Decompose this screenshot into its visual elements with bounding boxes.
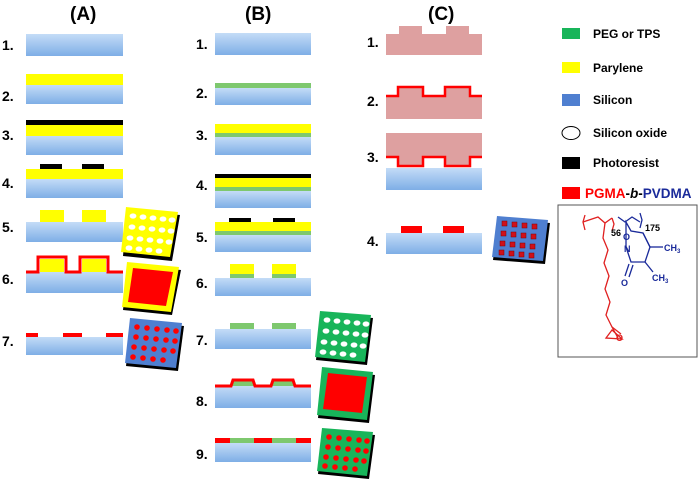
- panel-b-step-9-label: 9.: [196, 446, 208, 462]
- panel-b-step-8-label: 8.: [196, 393, 208, 409]
- panel-b-step-5-cross-section: [215, 218, 311, 252]
- panel-b-step-2-label: 2.: [196, 85, 208, 101]
- panel-c-step-2-stamp-inked: [386, 85, 482, 119]
- legend-item-parylene: Parylene: [562, 61, 643, 75]
- panel-c-step-1-stamp: [386, 26, 482, 55]
- panel-a-step-1-cross-section: [26, 34, 123, 56]
- panel-a-step-5-label: 5.: [2, 219, 14, 235]
- panel-a-step-5-cross-section: [26, 210, 123, 242]
- panel-c-step-3-label: 3.: [367, 149, 379, 165]
- panel-a: 1. 2. 3. 4. 5. 6.: [2, 34, 184, 371]
- panel-b-step-1-cross-section: [215, 33, 311, 55]
- panel-a-step-1-label: 1.: [2, 37, 14, 53]
- panel-b-title: (B): [245, 4, 271, 25]
- polymer-structure: 56 175 N O O O CH3 CH3: [557, 204, 698, 358]
- panel-b-step-5-label: 5.: [196, 229, 208, 245]
- legend-label-silicon: Silicon: [593, 93, 632, 107]
- panel-a-step-6-cross-section: [26, 255, 123, 293]
- panel-b-step-1-label: 1.: [196, 36, 208, 52]
- panel-c-tile-polymer-brushes: [492, 216, 550, 264]
- atom-o-epoxide: O: [616, 333, 623, 343]
- white-ellipse-icon: [561, 126, 581, 140]
- legend-item-peg: PEG or TPS: [562, 27, 660, 41]
- red-square-icon: [562, 187, 580, 199]
- panel-b-tile-polymer-dots: [317, 428, 375, 479]
- subscript-175: 175: [645, 223, 660, 233]
- panel-b: 1. 2. 3. 4. 5. 6.: [196, 33, 375, 479]
- panel-a-step-7-cross-section: [26, 333, 123, 355]
- panel-b-tile-peg-holes: [315, 311, 373, 365]
- panel-b-step-6-label: 6.: [196, 275, 208, 291]
- panel-a-step-2-cross-section: [26, 74, 123, 104]
- legend-label-polymer: PGMA-b-PVDMA: [585, 186, 692, 201]
- legend: PEG or TPS Parylene Silicon Silicon oxid…: [557, 27, 698, 358]
- panel-a-tile-parylene-holes: [121, 207, 180, 261]
- panel-c-title: (C): [428, 4, 454, 25]
- panel-a-step-7-label: 7.: [2, 333, 14, 349]
- panel-c-step-4-cross-section: [386, 226, 482, 254]
- legend-item-photoresist: Photoresist: [562, 156, 659, 170]
- methyl-label-1: CH3: [664, 243, 681, 255]
- panel-a-step-2-label: 2.: [2, 88, 14, 104]
- legend-item-silicon: Silicon: [562, 93, 632, 107]
- panel-c: 1. 2. 3. 4.: [367, 26, 550, 264]
- atom-n: N: [624, 244, 631, 254]
- panel-b-step-3-label: 3.: [196, 127, 208, 143]
- panel-b-step-8-cross-section: [215, 378, 311, 408]
- subscript-56: 56: [611, 228, 621, 238]
- panel-b-step-7-label: 7.: [196, 332, 208, 348]
- panel-a-tile-polymer-dots: [125, 318, 184, 371]
- blue-square-icon: [562, 94, 580, 106]
- legend-item-polymer: PGMA-b-PVDMA: [562, 186, 692, 201]
- panel-a-step-4-cross-section: [26, 164, 123, 198]
- panel-b-step-4-label: 4.: [196, 177, 208, 193]
- panel-b-step-6-cross-section: [215, 264, 311, 296]
- panel-b-step-9-cross-section: [215, 438, 311, 462]
- panel-b-step-4-cross-section: [215, 174, 311, 208]
- legend-label-peg: PEG or TPS: [593, 27, 660, 41]
- green-square-icon: [562, 28, 580, 39]
- panel-a-step-3-cross-section: [26, 120, 123, 155]
- legend-label-parylene: Parylene: [593, 61, 643, 75]
- panel-a-step-6-label: 6.: [2, 271, 14, 287]
- panel-a-tile-polymer-coated: [122, 262, 181, 315]
- panel-c-step-4-label: 4.: [367, 233, 379, 249]
- panel-c-step-1-label: 1.: [367, 34, 379, 50]
- yellow-square-icon: [562, 62, 580, 73]
- panel-b-tile-polymer-coated: [317, 367, 375, 423]
- methyl-label-2: CH3: [652, 273, 669, 285]
- panel-c-step-3-stamp-contact: [386, 133, 482, 190]
- atom-o-carbonyl: O: [621, 278, 628, 288]
- legend-item-silicon-oxide: Silicon oxide: [561, 126, 667, 140]
- panel-b-step-3-cross-section: [215, 124, 311, 155]
- legend-label-photoresist: Photoresist: [593, 156, 659, 170]
- black-square-icon: [562, 157, 580, 169]
- panel-c-step-2-label: 2.: [367, 93, 379, 109]
- panel-a-title: (A): [70, 4, 96, 25]
- panel-a-step-4-label: 4.: [2, 175, 14, 191]
- panel-a-step-3-label: 3.: [2, 127, 14, 143]
- panel-b-step-7-cross-section: [215, 323, 311, 349]
- atom-o-ring: O: [623, 232, 630, 242]
- panel-b-step-2-cross-section: [215, 83, 311, 105]
- legend-label-silicon-oxide: Silicon oxide: [593, 126, 667, 140]
